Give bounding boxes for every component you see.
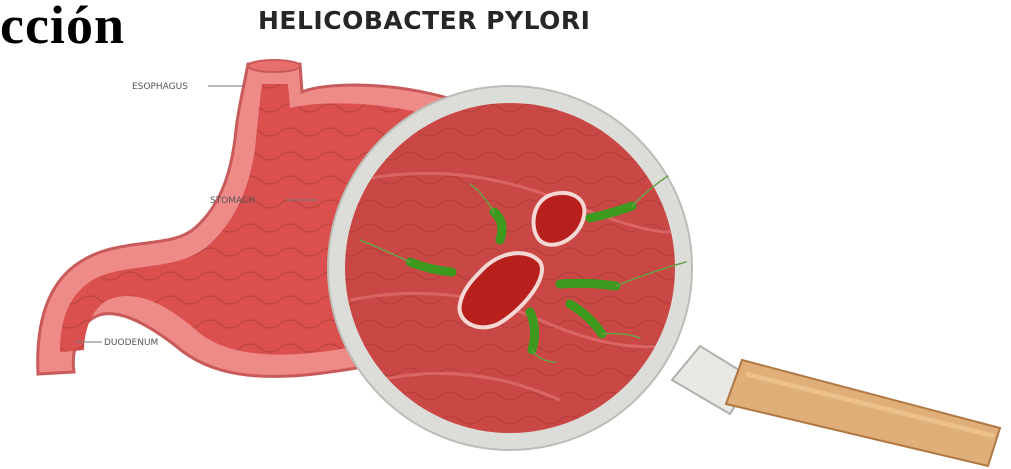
stomach-label: STOMACH [210, 196, 255, 206]
magnifier-lens [328, 86, 692, 450]
duodenum-label: DUODENUM [104, 338, 158, 348]
bacterium-6 [530, 312, 535, 350]
magnifier-handle [672, 346, 1000, 466]
esophagus-label: ESOPHAGUS [132, 82, 188, 92]
esophagus-opening [248, 60, 300, 72]
bacterium-4 [560, 283, 616, 286]
